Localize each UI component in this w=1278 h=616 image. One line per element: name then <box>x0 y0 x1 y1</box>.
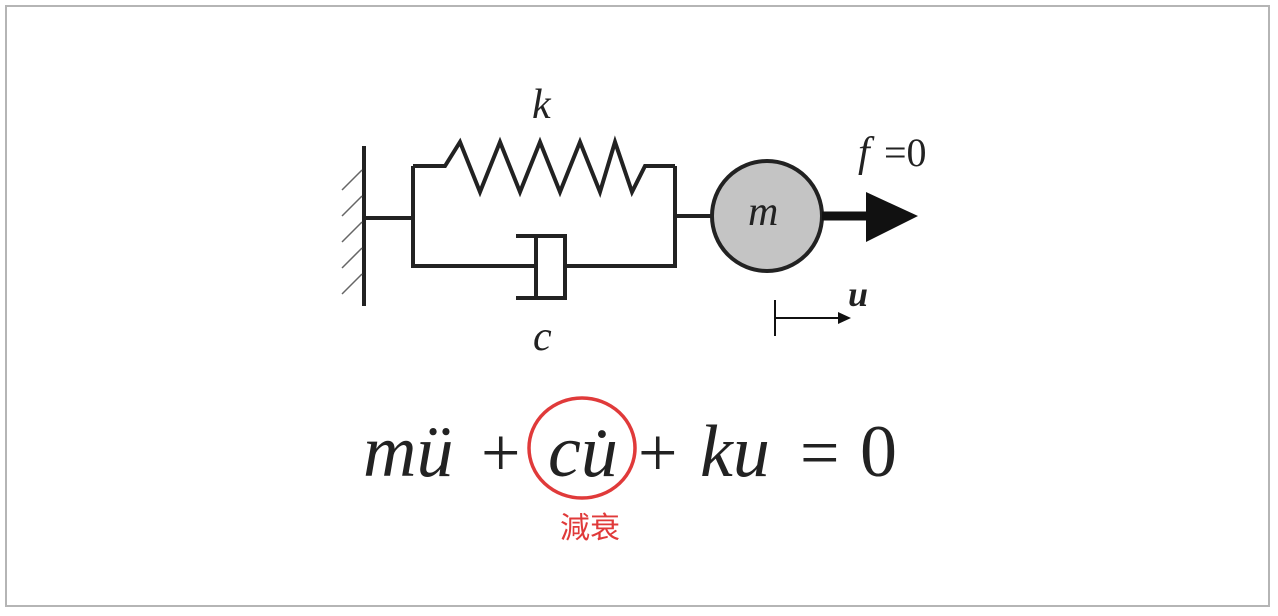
equation-equals: = <box>800 415 839 492</box>
damper <box>413 234 675 300</box>
force-label: f <box>858 130 875 176</box>
mass-label: m <box>748 189 778 235</box>
left-connector <box>364 166 415 268</box>
equation-of-motion: mü + cu̇ + ku = 0 <box>363 411 897 493</box>
displacement-label: u <box>848 274 868 314</box>
damper-label: c <box>533 314 552 360</box>
damping-highlight-circle <box>527 396 637 500</box>
right-connector <box>673 166 712 268</box>
equation-term-stiffness: ku <box>700 411 770 493</box>
displacement-arrow <box>774 300 851 336</box>
force-arrow <box>822 192 918 242</box>
equation-plus-1: + <box>481 415 520 492</box>
figure-frame <box>5 5 1270 607</box>
equation-plus-2: + <box>638 415 677 492</box>
force-eq-label: =0 <box>884 130 927 175</box>
damping-annotation: 減衰 <box>560 511 620 546</box>
equation-zero: 0 <box>860 411 897 493</box>
equation-term-damping: cu̇ <box>548 411 618 493</box>
equation-term-mass: mü <box>363 411 453 493</box>
spring <box>413 135 675 199</box>
fixed-wall <box>341 146 366 306</box>
spring-label: k <box>532 82 552 128</box>
